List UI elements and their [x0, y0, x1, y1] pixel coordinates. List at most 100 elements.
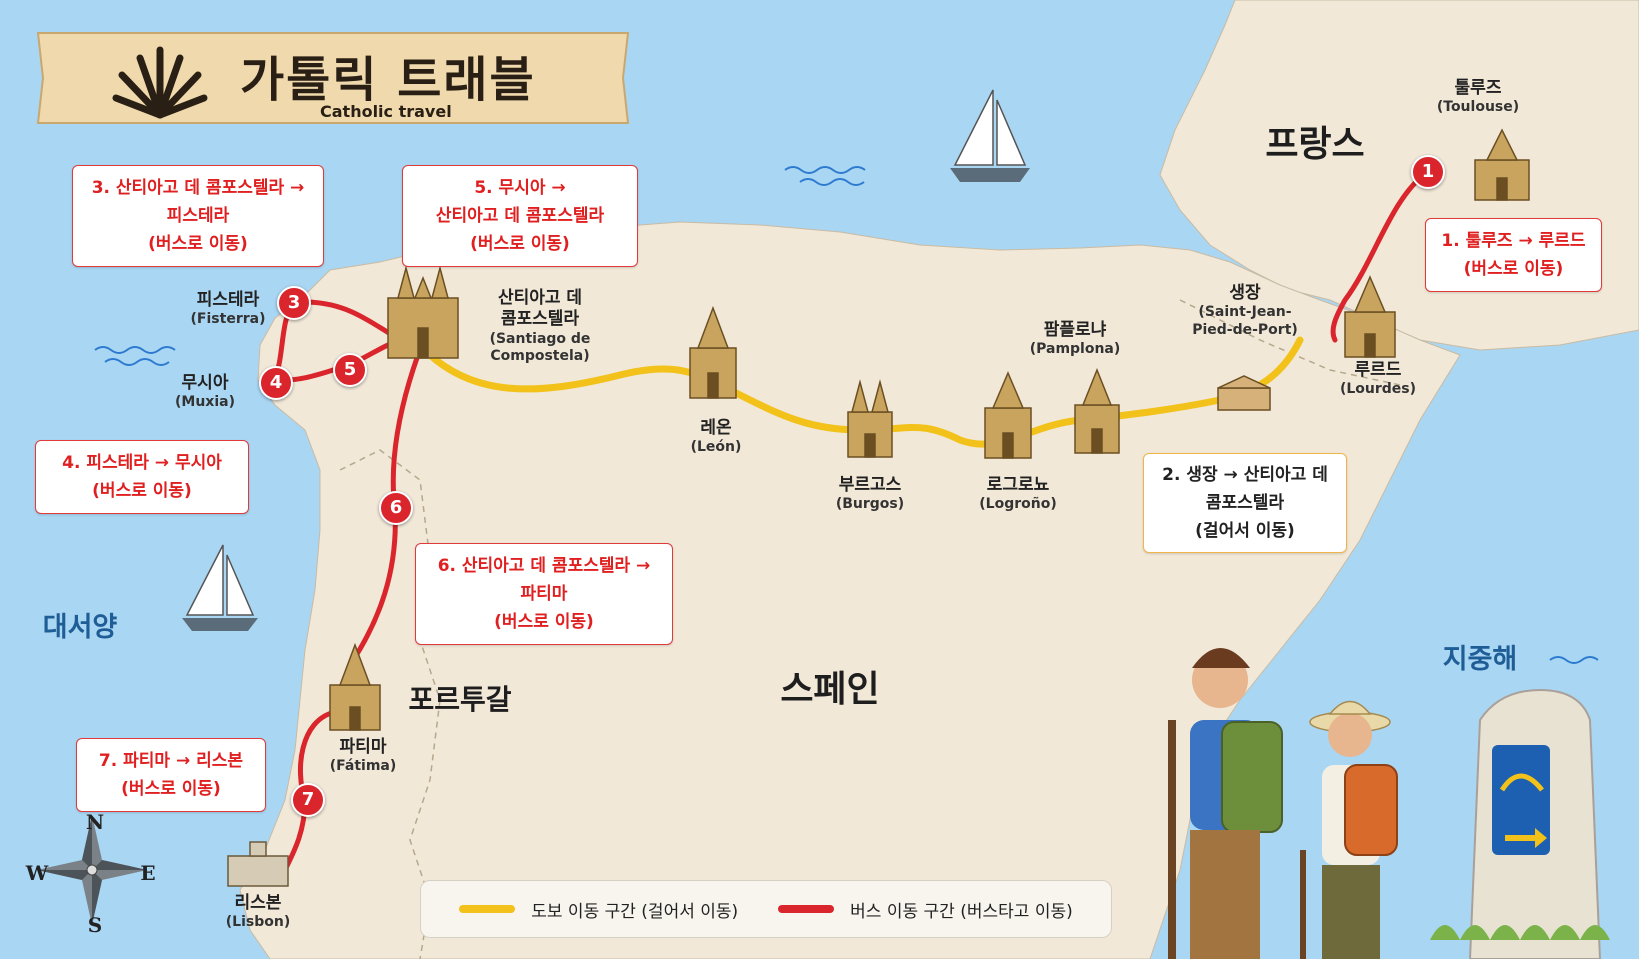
place-name-ko: 루르드 [1354, 360, 1402, 380]
camino-waymarker-icon [1430, 688, 1610, 959]
place-name-ko: 무시아 [181, 373, 229, 393]
legend-bus-label: 버스 이동 구간 (버스타고 이동) [850, 901, 1073, 922]
place-label-muxia: 무시아 (Muxia) [175, 373, 235, 412]
page-title: 가톨릭 트래블 [240, 52, 536, 108]
legend-walk: 도보 이동 구간 (걸어서 이동) [459, 897, 738, 922]
route-note-3: 3. 산티아고 데 콤포스텔라 → 피스테라 (버스로 이동) [72, 165, 324, 267]
legend-walk-swatch [459, 905, 516, 913]
note-line: 2. 생장 → 산티아고 데 [1162, 465, 1328, 485]
place-name-en: (Logroño) [979, 496, 1057, 513]
place-name-ko: 레온 [700, 418, 732, 438]
country-label-portugal: 포르투갈 [408, 683, 512, 716]
place-name-en: (Muxia) [175, 394, 235, 411]
note-line: (버스로 이동) [494, 612, 594, 632]
note-line: 피스테라 [166, 206, 230, 226]
hiker-illustration [1168, 648, 1398, 959]
legend-bus-swatch [778, 905, 835, 913]
note-line: (걸어서 이동) [1195, 521, 1295, 541]
title-banner [28, 28, 638, 128]
place-name-ko: 산티아고 데 [497, 288, 583, 308]
sea-label-mediterranean: 지중해 [1442, 644, 1518, 675]
church-icon-pamplona [1074, 367, 1120, 454]
note-line: (버스로 이동) [121, 779, 221, 799]
border-france-spain [1179, 299, 1401, 386]
place-name-en: (Lourdes) [1339, 381, 1417, 398]
page-subtitle: Catholic travel [320, 102, 452, 121]
compass-east: E [140, 861, 156, 885]
scallop-shell-icon [112, 46, 208, 119]
scroll-banner-background [36, 32, 630, 124]
walk-route [416, 336, 1304, 448]
place-name-ko: 생장 [1229, 283, 1261, 303]
note-line: (버스로 이동) [470, 234, 570, 254]
sailboat-icon-west [182, 544, 258, 631]
border-portugal-spain [339, 449, 441, 959]
place-label-fatima: 파티마 (Fátima) [330, 737, 397, 776]
legend-bus: 버스 이동 구간 (버스타고 이동) [778, 897, 1073, 922]
note-line: 콤포스텔라 [1205, 493, 1285, 513]
map-legend: 도보 이동 구간 (걸어서 이동) 버스 이동 구간 (버스타고 이동) [420, 880, 1112, 938]
sailboat-icon-north [950, 89, 1030, 182]
place-name-ko: 파티마 [339, 737, 387, 757]
note-line: 4. 피스테라 → 무시아 [62, 453, 222, 473]
route-marker-7: 7 [291, 783, 325, 817]
church-icon-fatima [329, 642, 381, 731]
route-note-4: 4. 피스테라 → 무시아 (버스로 이동) [35, 440, 249, 514]
place-name-en: (Fátima) [329, 758, 397, 775]
note-line: 3. 산티아고 데 콤포스텔라 → [91, 178, 305, 198]
compass-rose-icon [37, 815, 147, 925]
place-name-ko: 로그로뇨 [986, 475, 1050, 495]
place-name-en: (Santiago de [489, 330, 591, 347]
place-name-en: (Pamplona) [1029, 341, 1121, 358]
note-line: 1. 툴루즈 → 루르드 [1441, 231, 1586, 251]
route-note-7: 7. 파티마 → 리스본 (버스로 이동) [76, 738, 266, 812]
waves [94, 166, 1599, 664]
place-name-en: (Fisterra) [190, 311, 266, 328]
note-line: 7. 파티마 → 리스본 [98, 751, 244, 771]
route-marker-3: 3 [277, 286, 311, 320]
place-name-ko: 팜플로냐 [1043, 320, 1107, 340]
building-icon-saint-jean [1217, 375, 1271, 411]
note-line: 6. 산티아고 데 콤포스텔라 → [437, 556, 651, 576]
route-note-5: 5. 무시아 → 산티아고 데 콤포스텔라 (버스로 이동) [402, 165, 638, 267]
land-iberia [239, 221, 1461, 959]
place-name-ko: 툴루즈 [1454, 78, 1502, 98]
note-line: 산티아고 데 콤포스텔라 [435, 206, 605, 226]
church-icon-logrono [984, 371, 1032, 459]
place-name-en: (Saint-Jean- [1198, 304, 1292, 321]
sea-label-atlantic: 대서양 [42, 612, 118, 643]
place-label-lisbon: 리스본 (Lisbon) [226, 893, 290, 932]
place-name-en: (Lisbon) [225, 914, 291, 931]
note-line: 5. 무시아 → [474, 178, 566, 198]
country-label-spain: 스페인 [780, 669, 880, 710]
route-note-2: 2. 생장 → 산티아고 데 콤포스텔라 (걸어서 이동) [1143, 453, 1347, 553]
route-marker-6: 6 [379, 491, 413, 525]
place-label-santiago: 산티아고 데 콤포스텔라 (Santiago de Compostela) [490, 288, 591, 366]
place-name-en: (Toulouse) [1436, 99, 1520, 116]
place-label-burgos: 부르고스 (Burgos) [836, 475, 904, 514]
place-name-ko: 부르고스 [838, 475, 902, 495]
compass-north: N [85, 810, 105, 834]
church-icon-lourdes [1344, 275, 1396, 358]
place-name-en: Pied-de-Port) [1192, 321, 1298, 338]
place-label-lourdes: 루르드 (Lourdes) [1340, 360, 1416, 399]
place-label-leon: 레온 (León) [691, 418, 742, 457]
place-name-en: Compostela) [490, 348, 590, 364]
place-name-ko: 리스본 [234, 893, 282, 913]
church-icon-burgos [847, 379, 893, 458]
castle-icon-lisbon [227, 841, 289, 887]
legend-walk-label: 도보 이동 구간 (걸어서 이동) [531, 901, 739, 922]
place-name-ko: 콤포스텔라 [500, 309, 580, 330]
place-label-fisterra: 피스테라 (Fisterra) [191, 290, 266, 329]
place-name-ko: 피스테라 [196, 290, 260, 310]
bus-route-1 [1330, 169, 1430, 343]
route-marker-4: 4 [259, 366, 293, 400]
church-icon-toulouse [1474, 128, 1530, 201]
note-line: (버스로 이동) [1463, 259, 1564, 279]
place-name-en: (León) [690, 439, 742, 456]
place-label-logrono: 로그로뇨 (Logroño) [979, 475, 1056, 514]
note-line: 파티마 [520, 584, 568, 604]
place-label-pamplona: 팜플로냐 (Pamplona) [1030, 320, 1121, 359]
note-line: (버스로 이동) [148, 234, 248, 254]
